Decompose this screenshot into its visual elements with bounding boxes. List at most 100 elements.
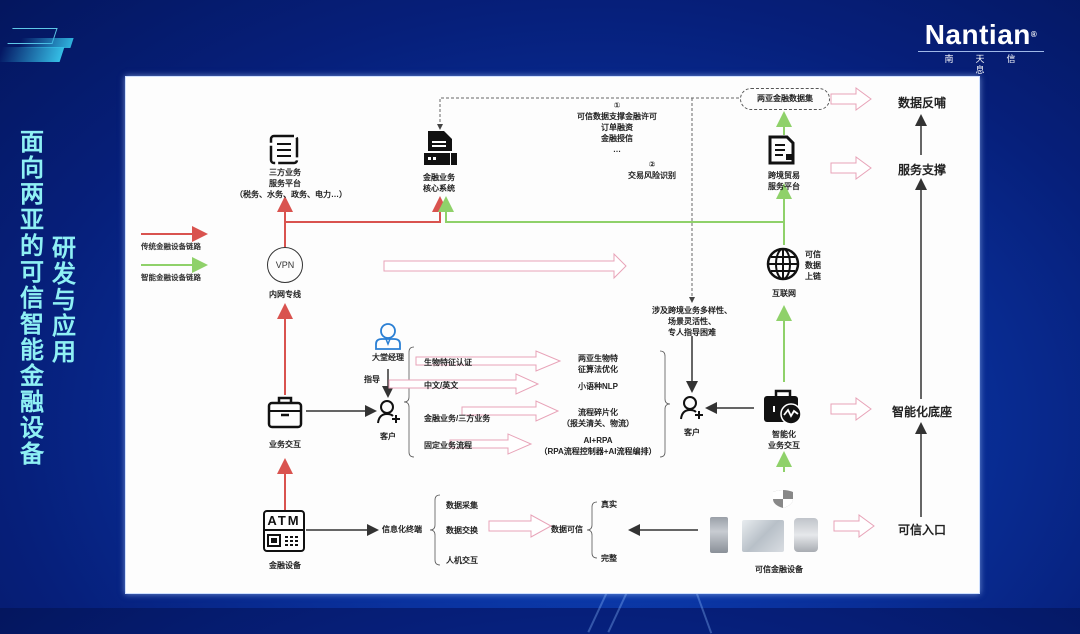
hollow-arrow-terminal <box>488 514 553 538</box>
page-title-sub: 研发与应用 <box>52 235 76 366</box>
cross-border-line2: 服务平台 <box>768 182 800 191</box>
cross-border-label: 跨境贸易 服务平台 <box>754 170 814 192</box>
hollow-arrow-feature-1 <box>415 350 562 372</box>
user-add-icon <box>680 396 703 420</box>
feature-left-1: 生物特征认证 <box>424 358 472 367</box>
trusted-devices-label: 可信金融设备 <box>755 565 803 574</box>
hollow-arrow-level-3 <box>830 397 872 421</box>
internet-side-line3: 上链 <box>805 272 821 281</box>
atm-icon <box>263 510 305 552</box>
hollow-arrow-feature-2 <box>388 373 540 395</box>
user-add-icon <box>377 400 400 424</box>
manager-icon <box>375 323 401 350</box>
feature-left-3: 金融业务/三方业务 <box>424 414 491 423</box>
hollow-arrow-level-2 <box>830 156 872 180</box>
note-1-marker: ① <box>613 101 621 110</box>
decor-bar <box>0 47 65 62</box>
note-2: ② 交易风险识别 <box>612 159 692 181</box>
note-2-marker: ② <box>648 160 656 169</box>
note-1-line4: … <box>613 145 621 154</box>
core-system-line2: 核心系统 <box>423 184 455 193</box>
document-list-icon <box>269 134 299 165</box>
hollow-arrow-feature-3 <box>461 400 560 422</box>
feature-right-2: 小语种NLP <box>578 382 618 391</box>
cross-note-line2: 场景灵活性、 <box>668 317 716 326</box>
briefcase-icon <box>267 396 303 429</box>
link-internet-to-core <box>438 196 784 223</box>
level-smart-base: 智能化底座 <box>892 405 953 419</box>
note-1-line1: 可信数据支撑金融许可 <box>577 112 657 121</box>
cross-note-line3: 专人指导困难 <box>668 328 716 337</box>
terminal-device-photo <box>742 520 784 552</box>
feature-right-4-line2: （RPA流程控制器+AI流程编排） <box>539 447 657 456</box>
smart-interaction-label: 智能化 业务交互 <box>754 429 814 451</box>
note-1-line3: 金融授信 <box>601 134 633 143</box>
atm-icon-text: ATM <box>267 513 301 528</box>
registered-mark: ® <box>1030 30 1038 39</box>
level-trusted-entry: 可信入口 <box>898 523 947 537</box>
link-vpn-to-core <box>285 196 448 223</box>
note-1: ① 可信数据支撑金融许可 订单融资 金融授信 … <box>562 100 672 155</box>
logo-wordmark: Nantian <box>924 19 1031 50</box>
server-document-icon <box>424 131 457 165</box>
trust-prop-2: 完整 <box>601 554 617 563</box>
diagram-connectors <box>141 87 927 566</box>
document-icon <box>768 135 795 165</box>
globe-icon <box>766 247 800 281</box>
internet-label: 互联网 <box>772 289 796 298</box>
page-title-main: 面向两亚的可信智能金融设备 <box>20 129 44 468</box>
hollow-arrows <box>383 87 875 538</box>
logo-subtitle: 南天信息 <box>944 54 1038 75</box>
vpn-icon-text: VPN <box>275 260 295 270</box>
logo-divider <box>918 51 1044 52</box>
feature-left-4: 固定业务流程 <box>424 441 472 450</box>
level-data-feedback: 数据反哺 <box>898 96 947 110</box>
cross-border-line1: 跨境贸易 <box>768 171 800 180</box>
data-trusted-label: 数据可信 <box>551 525 583 534</box>
vpn-icon: VPN <box>267 247 303 283</box>
cross-note-line1: 涉及跨境业务多样性、 <box>652 306 732 315</box>
feature-right-3-line2: （报关清关、物流） <box>562 419 634 428</box>
feature-right-3: 流程碎片化 （报关清关、物流） <box>548 407 648 429</box>
shield-icon <box>773 490 793 508</box>
customer-left-label: 客户 <box>380 432 396 441</box>
business-interaction-label: 业务交互 <box>269 440 301 449</box>
feature-right-1: 两亚生物特 征算法优化 <box>558 353 638 375</box>
dataset-pill: 两亚金融数据集 <box>740 88 830 110</box>
hollow-arrow-main <box>383 252 627 280</box>
brace-features-right <box>659 350 671 458</box>
cross-border-note: 涉及跨境业务多样性、 场景灵活性、 专人指导困难 <box>642 305 742 338</box>
atm-label: 金融设备 <box>269 561 301 570</box>
nantian-logo: Nantian® 南天信息 <box>914 20 1048 76</box>
hollow-arrow-level-4 <box>833 514 875 538</box>
legend-smart: 智能金融设备链路 <box>141 273 201 282</box>
terminal-function-1: 数据采集 <box>446 501 478 510</box>
brace-terminal <box>429 494 441 566</box>
terminal-function-3: 人机交互 <box>446 556 478 565</box>
trust-prop-1: 真实 <box>601 500 617 509</box>
hollow-arrow-level-1 <box>830 87 872 111</box>
third-party-line3: （税务、水务、政务、电力…） <box>235 190 347 199</box>
customer-right-label: 客户 <box>684 428 700 437</box>
smart-interaction-line2: 业务交互 <box>768 441 800 450</box>
note-2-text: 交易风险识别 <box>628 171 676 180</box>
handheld-device-photo <box>794 518 818 552</box>
brace-features <box>403 346 415 458</box>
internet-side-line2: 数据 <box>805 261 821 270</box>
legend-traditional: 传统金融设备链路 <box>141 242 201 251</box>
terminal-function-2: 数据交换 <box>446 526 478 535</box>
third-party-line2: 服务平台 <box>269 179 301 188</box>
smart-interaction-line1: 智能化 <box>772 430 796 439</box>
lobby-manager-label: 大堂经理 <box>372 353 404 362</box>
atm-device-photo <box>710 517 728 553</box>
note-1-line2: 订单融资 <box>601 123 633 132</box>
internet-side-line1: 可信 <box>805 250 821 259</box>
guide-label: 指导 <box>364 375 380 384</box>
diagram-panel: 传统金融设备链路 智能金融设备链路 三方业务 服务平台 （税务、水务、政务、电力… <box>125 76 980 594</box>
feature-left-2: 中文/英文 <box>424 381 459 390</box>
feature-right-4-line1: AI+RPA <box>583 436 613 445</box>
feature-right-1-line2: 征算法优化 <box>578 365 618 374</box>
feature-right-4: AI+RPA （RPA流程控制器+AI流程编排） <box>528 435 668 457</box>
third-party-line1: 三方业务 <box>269 168 301 177</box>
vpn-label: 内网专线 <box>269 290 301 299</box>
